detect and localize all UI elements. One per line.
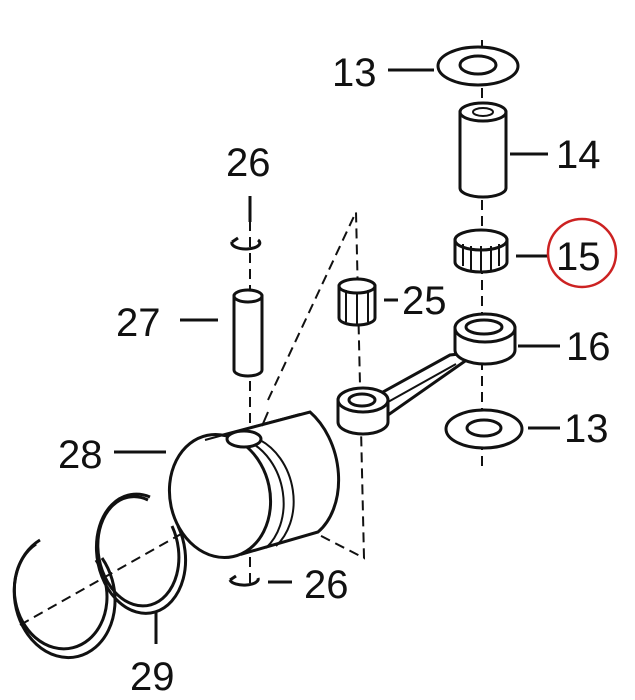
clip-top — [230, 236, 262, 251]
piston — [167, 410, 341, 560]
clip-bottom — [228, 574, 260, 587]
label-clip-bottom: 26 — [304, 563, 349, 607]
label-piston-rings: 29 — [130, 655, 175, 699]
label-wrist-pin: 27 — [116, 301, 161, 345]
label-piston: 28 — [58, 433, 103, 477]
wrist-pin — [232, 288, 264, 378]
label-washer-top: 13 — [332, 51, 377, 95]
label-washer-bottom: 13 — [564, 407, 609, 451]
piston-rings — [12, 492, 188, 660]
highlight-circle — [546, 217, 618, 289]
part-labels: 13 14 15 16 13 25 26 27 28 26 29 — [58, 51, 611, 699]
needle-bearing-small — [337, 277, 377, 327]
washer-top — [436, 45, 520, 87]
label-clip-top: 26 — [226, 141, 271, 185]
sleeve — [458, 101, 508, 199]
label-connecting-rod: 16 — [566, 325, 611, 369]
label-sleeve: 14 — [556, 133, 601, 177]
needle-bearing-upper — [453, 228, 509, 274]
leader-lines — [114, 68, 560, 644]
connecting-rod — [336, 312, 517, 436]
washer-bottom — [444, 408, 524, 450]
label-needle-bearing-upper: 15 — [556, 235, 601, 279]
label-needle-bearing-small: 25 — [402, 279, 447, 323]
